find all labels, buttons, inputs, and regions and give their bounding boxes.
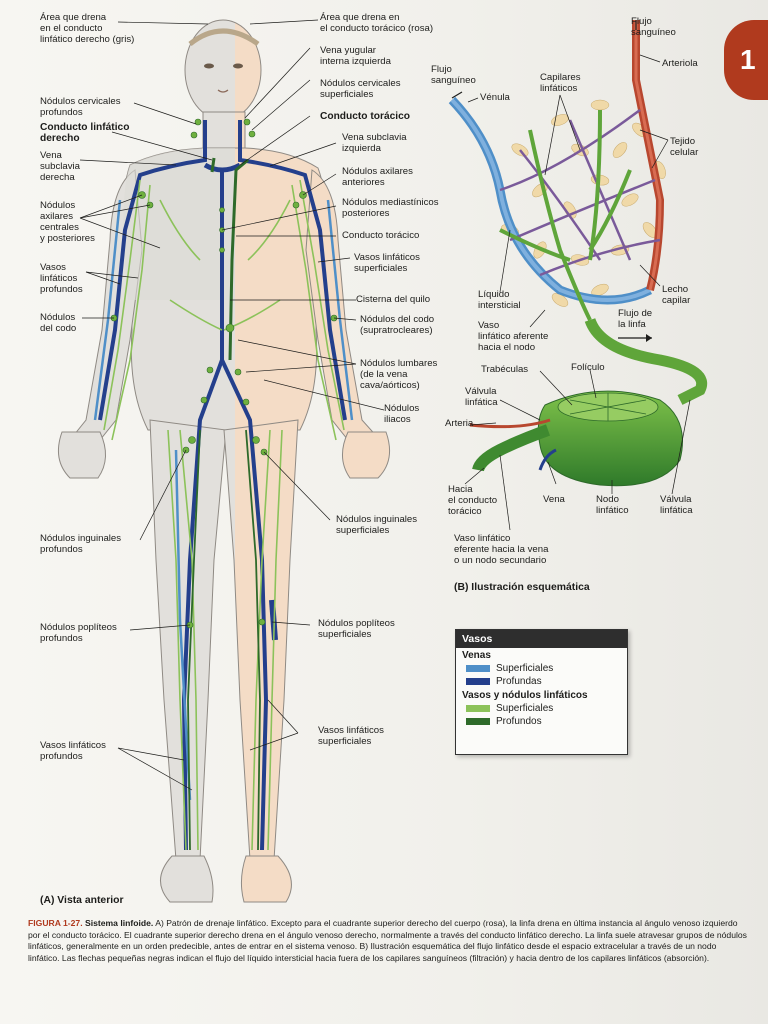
label-cisterna-chyli: Cisterna del quilo xyxy=(356,294,431,305)
label-right-subclavian-vein: Vena subclavia derecha xyxy=(40,150,80,183)
label-right-lymph-duct-area: Área que drena en el conducto linfático … xyxy=(40,12,135,45)
caption-figure-number: FIGURA 1-27. xyxy=(28,918,83,928)
legend-swatch xyxy=(466,705,490,712)
label-vein: Vena xyxy=(543,494,565,505)
leader-lines-b xyxy=(464,54,691,531)
legend-label: Profundas xyxy=(496,676,542,687)
label-deep-inguinal-nodes: Nódulos inguinales profundos xyxy=(40,533,122,555)
label-elbow-nodes: Nódulos del codo xyxy=(40,312,77,334)
legend-title: Vasos xyxy=(456,630,627,648)
label-follicle: Folículo xyxy=(571,362,605,373)
label-superficial-inguinal-nodes: Nódulos inguinales superficiales xyxy=(336,514,418,536)
label-right-lymphatic-duct: Conducto linfático derecho xyxy=(40,122,130,144)
label-efferent-vessel: Vaso linfático eferente hacia la vena o … xyxy=(454,533,549,566)
label-deep-cervical-nodes: Nódulos cervicales profundos xyxy=(40,96,121,118)
label-lymph-valve-left: Válvula linfática xyxy=(465,386,498,408)
label-capillary-bed: Lecho capilar xyxy=(662,284,691,306)
figure-caption: FIGURA 1-27. Sistema linfoide. A) Patrón… xyxy=(28,918,750,964)
label-supratrochlear-nodes: Nódulos del codo (supratrocleares) xyxy=(360,314,435,336)
label-arteriole: Arteriola xyxy=(662,58,698,69)
label-superficial-cervical-nodes: Nódulos cervicales superficiales xyxy=(320,78,401,100)
legend-swatch xyxy=(466,718,490,725)
schematic-illustration xyxy=(448,20,707,487)
label-superficial-lymph-vessels-arm: Vasos linfáticos superficiales xyxy=(354,252,420,274)
label-left-internal-jugular: Vena yugular interna izquierda xyxy=(320,45,391,67)
legend-label: Superficiales xyxy=(496,703,554,714)
caption-title: Sistema linfoide. xyxy=(85,918,154,928)
chapter-tab: 1 xyxy=(724,20,768,100)
label-lymph-node: Nodo linfático xyxy=(596,494,629,516)
label-blood-flow-left: Flujo sanguíneo xyxy=(431,64,476,86)
leader-lines-a xyxy=(79,19,385,791)
legend-item: Profundas xyxy=(456,675,627,688)
label-interstitial-fluid: Líquido intersticial xyxy=(478,289,521,311)
label-lymph-capillaries: Capilares linfáticos xyxy=(540,72,581,94)
legend-label: Profundos xyxy=(496,716,542,727)
label-blood-flow-top: Flujo sanguíneo xyxy=(631,16,676,38)
legend: Vasos Venas Superficiales Profundas Vaso… xyxy=(455,629,628,755)
legend-item: Superficiales xyxy=(456,662,627,675)
label-thoracic-duct-bold: Conducto torácico xyxy=(320,111,410,122)
label-iliac-nodes: Nódulos iliacos xyxy=(384,403,420,425)
label-deep-lymph-vessels-arm: Vasos linfáticos profundos xyxy=(40,262,83,295)
label-thoracic-duct-area: Área que drena en el conducto torácico (… xyxy=(320,12,434,34)
legend-item: Superficiales xyxy=(456,702,627,715)
label-lymph-valve-right: Válvula linfática xyxy=(660,494,693,516)
subtitle-anterior-view: (A) Vista anterior xyxy=(40,895,124,906)
label-lumbar-nodes: Nódulos lumbares (de la vena cava/aórtic… xyxy=(360,358,438,391)
legend-lymph-title: Vasos y nódulos linfáticos xyxy=(462,690,588,701)
legend-swatch xyxy=(466,678,490,685)
label-left-subclavian-vein: Vena subclavia izquierda xyxy=(342,132,407,154)
legend-veins-title: Venas xyxy=(462,650,491,661)
label-to-thoracic-duct: Hacia el conducto torácico xyxy=(448,484,498,517)
label-axillary-nodes: Nódulos axilares centrales y posteriores xyxy=(40,200,95,244)
body-figure xyxy=(57,19,391,903)
label-cell-tissue: Tejido celular xyxy=(670,136,699,158)
label-superficial-lymph-vessels-leg: Vasos linfáticos superficiales xyxy=(318,725,384,747)
subtitle-schematic: (B) Ilustración esquemática xyxy=(454,582,590,593)
legend-label: Superficiales xyxy=(496,663,554,674)
caption-text: A) Patrón de drenaje linfático. Excepto … xyxy=(28,918,747,963)
label-artery: Arteria xyxy=(445,418,474,429)
label-posterior-mediastinal-nodes: Nódulos mediastínicos posteriores xyxy=(342,197,439,219)
label-venule: Vénula xyxy=(480,92,510,103)
label-lymph-flow: Flujo de la linfa xyxy=(618,308,653,330)
label-trabeculae: Trabéculas xyxy=(481,364,529,375)
label-thoracic-duct: Conducto torácico xyxy=(342,230,420,241)
label-deep-popliteal-nodes: Nódulos poplíteos profundos xyxy=(40,622,117,644)
legend-swatch xyxy=(466,665,490,672)
label-afferent-vessel: Vaso linfático aferente hacia el nodo xyxy=(478,320,549,353)
label-superficial-popliteal-nodes: Nódulos poplíteos superficiales xyxy=(318,618,395,640)
label-anterior-axillary-nodes: Nódulos axilares anteriores xyxy=(342,166,413,188)
label-deep-lymph-vessels-leg: Vasos linfáticos profundos xyxy=(40,740,106,762)
legend-item: Profundos xyxy=(456,715,627,728)
